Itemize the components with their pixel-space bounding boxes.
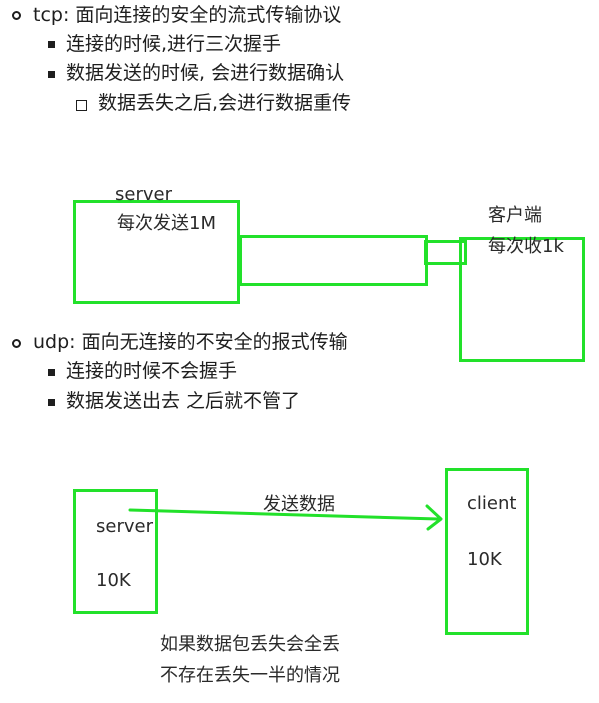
udp-heading: udp: 面向无连接的不安全的报式传输 [33,331,348,353]
outline-bullet-circle-icon [12,339,21,348]
udp-client-label: client [467,493,517,514]
outline-bullet-hollow-square-icon [76,100,87,111]
tcp-client-label: 客户端 [488,205,542,226]
udp-server-label: server [96,516,153,537]
udp-bullet-no-handshake: 连接的时候不会握手 [66,360,238,382]
tcp-client-note: 每次收1k [488,236,564,257]
tcp-sub-bullet-retransmit: 数据丢失之后,会进行数据重传 [98,92,352,114]
udp-arrow-label: 发送数据 [263,494,335,515]
tcp-client-box [459,237,585,362]
udp-server-size: 10K [96,570,131,591]
udp-loss-note-line1: 如果数据包丢失会全丢 [160,634,340,655]
udp-client-box [445,468,529,635]
udp-loss-note-line2: 不存在丢失一半的情况 [160,665,340,686]
tcp-server-box [73,200,240,304]
outline-bullet-square-icon [48,369,55,376]
tcp-heading: tcp: 面向连接的安全的流式传输协议 [33,4,342,26]
arrow-shaft [128,508,440,521]
udp-client-size: 10K [467,549,502,570]
tcp-server-label: server [115,184,172,205]
tcp-bullet-handshake: 连接的时候,进行三次握手 [66,33,282,55]
outline-bullet-square-icon [48,399,55,406]
udp-server-box [73,489,158,614]
outline-bullet-square-icon [48,71,55,78]
tcp-bullet-ack: 数据发送的时候, 会进行数据确认 [66,62,345,84]
arrow-head-icon [425,504,443,531]
tcp-pipe-narrow [424,240,467,265]
outline-bullet-circle-icon [12,11,21,20]
outline-bullet-square-icon [48,41,55,48]
tcp-server-note: 每次发送1M [117,213,216,234]
udp-bullet-fire-and-forget: 数据发送出去 之后就不管了 [66,390,301,412]
